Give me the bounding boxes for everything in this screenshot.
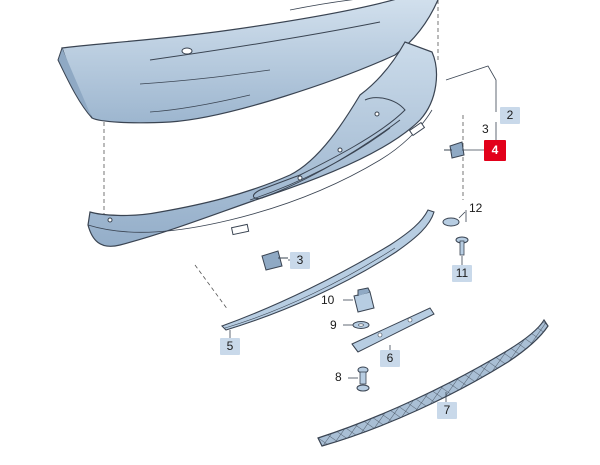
bumper-carrier (87, 41, 438, 247)
washer-part-9 (352, 321, 370, 329)
cap-part-3-mid (261, 250, 288, 271)
leader-lines (229, 65, 497, 402)
callout-4-highlight[interactable]: 4 (484, 140, 506, 161)
callout-10: 10 (321, 293, 335, 307)
clip-part-10 (353, 287, 375, 313)
callout-8: 8 (335, 370, 342, 384)
callout-11: 11 (452, 265, 472, 282)
cap-part-3-top (444, 141, 465, 159)
callout-12: 12 (469, 201, 483, 215)
grille-part-7 (317, 318, 549, 447)
callout-3-mid: 3 (290, 252, 310, 269)
alignment-lines (103, 0, 464, 311)
callout-5: 5 (220, 338, 240, 355)
trim-strip-part-5 (220, 209, 435, 331)
clip-part-12 (442, 211, 466, 227)
callout-9: 9 (330, 318, 337, 332)
callout-7: 7 (437, 402, 457, 419)
callout-2: 2 (500, 107, 520, 124)
fastener-part-8 (356, 366, 370, 392)
callout-3-top: 3 (482, 122, 489, 136)
callout-6: 6 (380, 350, 400, 367)
bracket-part-6 (351, 307, 435, 353)
screw-part-11 (455, 236, 469, 262)
